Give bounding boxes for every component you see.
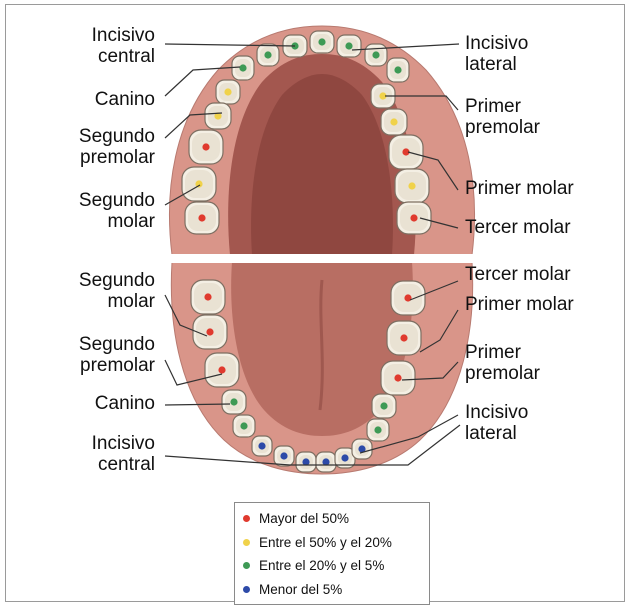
label-upper-tercer-molar: Tercer molar [465, 217, 605, 238]
tooth-lower-segundo-premolar [222, 390, 246, 414]
label-upper-primer-molar: Primer molar [465, 178, 605, 199]
legend-label: Menor del 5% [259, 582, 342, 597]
label-lower-segundo-premolar: Segundo premolar [40, 334, 155, 376]
tooth-lower-primer-molar [387, 321, 421, 355]
tooth-dot-red [204, 293, 211, 300]
tooth-dot-green [240, 422, 247, 429]
tooth-dot-green [394, 66, 401, 73]
tooth-upper-segundo-premolar [205, 103, 231, 129]
label-upper-canino: Canino [50, 89, 155, 110]
tooth-lower-tercer-molar [391, 281, 425, 315]
tooth-dot-red [400, 334, 407, 341]
tooth-dot-green [372, 51, 379, 58]
tooth-upper-segundo-premolar [381, 109, 407, 135]
label-upper-segundo-premolar: Segundo premolar [40, 126, 155, 168]
tooth-upper-incisivo-lateral [365, 44, 387, 66]
label-lower-canino: Canino [50, 393, 155, 414]
tooth-upper-primer-molar [189, 130, 223, 164]
legend-item: Entre el 50% y el 20% [243, 531, 429, 555]
tooth-dot-green [374, 426, 381, 433]
legend-label: Entre el 50% y el 20% [259, 535, 392, 550]
tooth-upper-primer-premolar [216, 80, 240, 104]
label-lower-tercer-molar: Tercer molar [465, 264, 605, 285]
tooth-lower-premolar [205, 353, 239, 387]
tooth-dot-yellow [408, 182, 415, 189]
tooth-dot-green [345, 42, 352, 49]
legend-dot-green [243, 562, 250, 569]
tooth-dot-green [380, 402, 387, 409]
label-upper-incisivo-central: Incisivo central [50, 25, 155, 67]
legend-dot-red [243, 515, 250, 522]
tooth-dot-blue [258, 442, 265, 449]
tooth-dot-red [202, 143, 209, 150]
tooth-lower-incisivo-central [274, 446, 294, 466]
tooth-upper-incisivo-central [337, 35, 361, 57]
label-lower-primer-molar: Primer molar [465, 294, 605, 315]
legend-item: Menor del 5% [243, 578, 429, 602]
legend-label: Mayor del 50% [259, 511, 349, 526]
tooth-upper-incisivo-central [310, 31, 334, 53]
tooth-upper-segundo-molar [395, 169, 429, 203]
tooth-dot-yellow [390, 118, 397, 125]
tooth-dot-red [410, 214, 417, 221]
tooth-dot-green [318, 38, 325, 45]
legend-item: Entre el 20% y el 5% [243, 554, 429, 578]
tooth-dot-blue [341, 454, 348, 461]
legend-label: Entre el 20% y el 5% [259, 558, 384, 573]
tooth-lower-segundo-molar [191, 280, 225, 314]
legend-item: Mayor del 50% [243, 507, 429, 531]
tooth-lower-incisivo-lateral [252, 436, 272, 456]
tooth-dot-yellow [224, 88, 231, 95]
tooth-lower-canino [367, 419, 389, 441]
tooth-upper-canino [387, 58, 409, 82]
label-lower-primer-premolar: Primer premolar [465, 342, 585, 384]
label-upper-primer-premolar: Primer premolar [465, 96, 585, 138]
tooth-upper-segundo-molar [182, 167, 216, 201]
tooth-upper-canino [232, 56, 254, 80]
tooth-upper-tercer-molar [397, 202, 431, 234]
tooth-dot-red [206, 328, 213, 335]
tooth-dot-red [394, 374, 401, 381]
tooth-upper-primer-molar [389, 135, 423, 169]
label-lower-segundo-molar: Segundo molar [40, 270, 155, 312]
tooth-lower-incisivo-lateral [352, 439, 372, 459]
tooth-dot-red [218, 366, 225, 373]
tooth-lower-incisivo-central [296, 452, 316, 472]
tooth-dot-green [230, 398, 237, 405]
legend-dot-blue [243, 586, 250, 593]
label-upper-segundo-molar: Segundo molar [40, 190, 155, 232]
tooth-lower-incisivo-central [316, 452, 336, 472]
jaw-separator [165, 254, 480, 263]
label-lower-incisivo-central: Incisivo central [50, 433, 155, 475]
tooth-dot-green [264, 51, 271, 58]
tooth-lower-primer-premolar [381, 361, 415, 395]
tooth-lower-canino [233, 415, 255, 437]
tooth-dot-green [239, 64, 246, 71]
legend-dot-yellow [243, 539, 250, 546]
tooth-dot-blue [280, 452, 287, 459]
tooth-lower-primer-premolar [372, 394, 396, 418]
tooth-dot-red [198, 214, 205, 221]
legend: Mayor del 50% Entre el 50% y el 20% Entr… [234, 502, 430, 605]
tongue-groove [320, 280, 322, 410]
label-upper-incisivo-lateral: Incisivo lateral [465, 33, 585, 75]
tooth-upper-incisivo-lateral [257, 44, 279, 66]
label-lower-incisivo-lateral: Incisivo lateral [465, 402, 585, 444]
tooth-dot-red [404, 294, 411, 301]
tooth-upper-tercer-molar [185, 202, 219, 234]
